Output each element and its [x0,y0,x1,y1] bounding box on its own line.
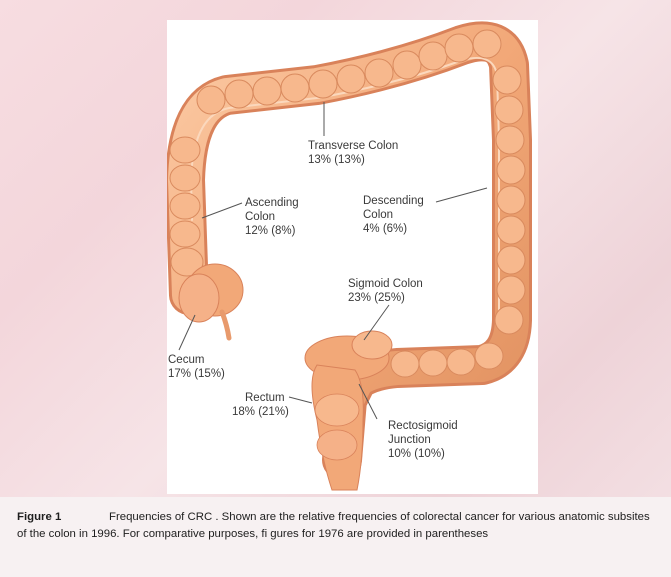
label-rectosigmoid-line1: Rectosigmoid [388,419,458,433]
appendix-shape [222,312,229,338]
label-rectosigmoid-line2: Junction [388,433,458,447]
label-descending-value: 4% (6%) [363,222,424,236]
leader-descending [436,188,487,202]
label-rectosigmoid-value: 10% (10%) [388,447,458,461]
label-rectum: Rectum 18% (21%) [232,391,289,419]
label-sigmoid-colon: Sigmoid Colon 23% (25%) [348,277,423,305]
label-cecum: Cecum 17% (15%) [168,353,225,381]
rectum-shape [312,365,363,490]
label-sigmoid-name: Sigmoid Colon [348,277,423,291]
caption-text: Frequencies of CRC . Shown are the relat… [17,511,650,540]
leader-cecum [179,315,195,350]
figure-panel: Transverse Colon 13% (13%) Ascending Col… [167,20,538,494]
leader-rectum [289,397,312,403]
cecum-shape-2 [179,274,219,322]
sigmoid-bulge-2 [352,331,392,359]
label-rectosigmoid-junction: Rectosigmoid Junction 10% (10%) [388,419,458,461]
label-descending-line2: Colon [363,208,424,222]
label-transverse-name: Transverse Colon [308,139,398,153]
label-cecum-value: 17% (15%) [168,367,225,381]
label-ascending-value: 12% (8%) [245,224,299,238]
rectum-bulge-2 [317,430,357,460]
label-descending-colon: Descending Colon 4% (6%) [363,194,424,236]
label-ascending-line1: Ascending [245,196,299,210]
colon-illustration [167,20,538,494]
label-rectum-value: 18% (21%) [232,405,289,419]
label-descending-line1: Descending [363,194,424,208]
figure-label: Figure 1 [17,509,109,526]
label-ascending-colon: Ascending Colon 12% (8%) [245,196,299,238]
rectum-bulge [315,394,359,426]
label-ascending-line2: Colon [245,210,299,224]
label-cecum-name: Cecum [168,353,225,367]
label-sigmoid-value: 23% (25%) [348,291,423,305]
label-transverse-colon: Transverse Colon 13% (13%) [308,139,398,167]
leader-ascending [202,203,242,218]
label-rectum-name: Rectum [232,391,289,405]
label-transverse-value: 13% (13%) [308,153,398,167]
